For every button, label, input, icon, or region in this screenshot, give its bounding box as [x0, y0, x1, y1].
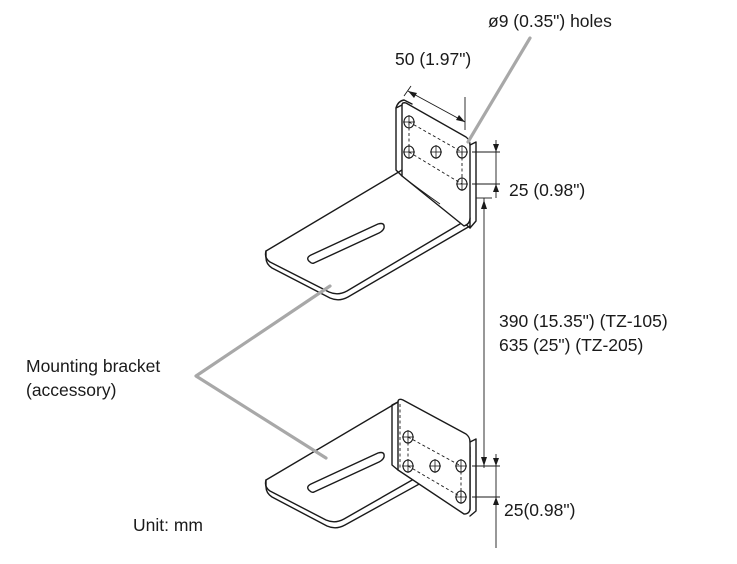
hole-spec-label: ø9 (0.35") holes: [488, 11, 612, 31]
unit-label: Unit: mm: [133, 515, 203, 535]
bottom-bracket-upright: [397, 398, 471, 515]
width-dimension-label: 50 (1.97"): [395, 49, 471, 69]
callout-line-1: Mounting bracket: [26, 356, 160, 376]
callout-line-2: (accessory): [26, 380, 116, 400]
spacing-tz105-label: 390 (15.35") (TZ-105): [499, 311, 668, 331]
leader-lines: [194, 36, 532, 460]
spacing-tz205-label: 635 (25") (TZ-205): [499, 335, 643, 355]
bracket-leader: [194, 284, 332, 460]
text-labels: ø9 (0.35") holes 50 (1.97") 25 (0.98") 3…: [26, 11, 668, 535]
top-pitch-label: 25 (0.98"): [509, 180, 585, 200]
bottom-bracket-slot: [307, 451, 385, 494]
bottom-pitch-label: 25(0.98"): [504, 500, 575, 520]
holes-leader: [466, 36, 532, 144]
bottom-bracket: [264, 398, 477, 529]
dimension-lines: [403, 85, 500, 548]
top-bracket-slot: [307, 222, 385, 265]
top-bracket: [264, 99, 477, 301]
